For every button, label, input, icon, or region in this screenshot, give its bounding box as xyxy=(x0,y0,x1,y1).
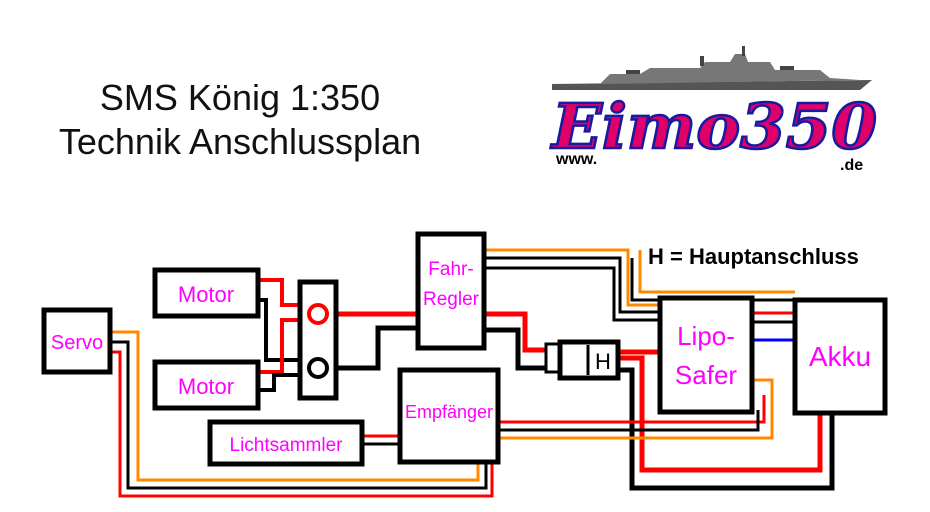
motor-1-box: Motor xyxy=(152,267,261,319)
connector-h-label: H xyxy=(595,349,611,374)
splitter-jack-top xyxy=(307,303,329,325)
title-line-1: SMS König 1:350 xyxy=(99,77,381,118)
splitter-jack-bottom xyxy=(307,357,329,379)
wire-regler-signal-black2 xyxy=(485,266,660,322)
lipo-safer-box: Lipo- Safer xyxy=(657,295,755,415)
akku-box: Akku xyxy=(792,297,888,416)
lipo-safer-label-line-1: Lipo- xyxy=(677,321,735,351)
wire-regler-h-black xyxy=(485,327,560,371)
wire-empf-lipo-orange xyxy=(498,378,774,440)
empfaenger-box: Empfänger xyxy=(397,367,501,465)
lipo-safer-label-line-2: Safer xyxy=(675,360,737,390)
wire-regler-h-red xyxy=(485,311,560,353)
servo-label: Servo xyxy=(51,332,103,354)
wire-motor2-black xyxy=(258,373,305,392)
wire-servo-red xyxy=(110,350,494,498)
wire-motor2-red xyxy=(258,318,305,374)
logo-brand-text: Eimo350 xyxy=(550,90,877,163)
wire-regler-signal-black1 xyxy=(485,256,660,314)
wire-motor1-black xyxy=(258,298,305,362)
logo-suffix-text: .de xyxy=(840,157,863,174)
motor-2-label: Motor xyxy=(178,374,234,399)
akku-label: Akku xyxy=(809,341,871,372)
empfaenger-label: Empfänger xyxy=(405,402,493,422)
fahrregler-label-line-2: Regler xyxy=(423,289,480,310)
legend-text: H = Hauptanschluss xyxy=(648,244,859,269)
logo-prefix-text: www. xyxy=(555,151,597,168)
motor-1-label: Motor xyxy=(178,282,234,307)
wire-regler-signal-orange xyxy=(485,248,660,307)
wire-servo-black xyxy=(110,340,488,490)
wire-servo-orange xyxy=(110,330,480,482)
wire-splitter-regler-black xyxy=(328,325,418,371)
eimo350-logo: Eimo350 www. .de xyxy=(549,46,878,174)
wire-empf-lipo-black xyxy=(498,410,760,432)
fahrregler-label-line-1: Fahr- xyxy=(428,259,473,280)
wire-regler-akku-orange xyxy=(638,250,795,294)
ship-silhouette xyxy=(552,46,872,90)
fahrregler-box: Fahr- Regler xyxy=(415,231,487,351)
wire-empf-lipo-red xyxy=(498,395,766,424)
lichtsammler-box: Lichtsammler xyxy=(207,419,365,467)
y-splitter xyxy=(297,279,339,401)
wire-h-akku-black xyxy=(618,367,835,491)
title-line-2: Technik Anschlussplan xyxy=(58,121,422,162)
lichtsammler-label: Lichtsammler xyxy=(230,435,344,456)
wire-motor1-red xyxy=(258,278,305,307)
wire-h-akku-red xyxy=(618,355,823,473)
connector-h: H xyxy=(544,339,621,381)
servo-box: Servo xyxy=(41,307,113,375)
motor-2-box: Motor xyxy=(152,359,261,411)
